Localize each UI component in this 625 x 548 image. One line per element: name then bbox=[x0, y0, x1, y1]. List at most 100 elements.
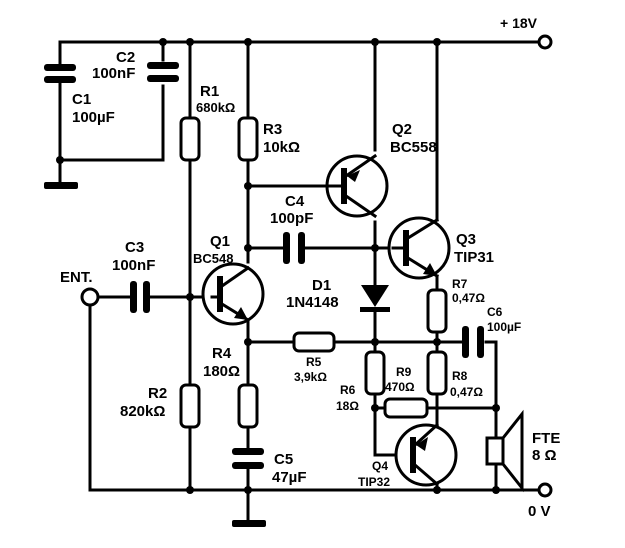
c3-value-label: 100nF bbox=[112, 257, 155, 274]
ground-terminal bbox=[537, 482, 553, 498]
resistor-r4 bbox=[237, 383, 259, 429]
transistor-collector-lead bbox=[343, 193, 378, 219]
r5-value-label: 3,9kΩ bbox=[294, 370, 327, 384]
capacitor-plate-icon bbox=[147, 62, 179, 69]
q4-value-label: TIP32 bbox=[358, 475, 390, 489]
resistor-r2 bbox=[179, 383, 201, 429]
input-label: ENT. bbox=[60, 269, 93, 286]
c5-value-label: 47µF bbox=[272, 469, 307, 486]
c2-ref-label: C2 bbox=[116, 49, 135, 66]
wire-c2-ground bbox=[58, 84, 165, 162]
resistor-r3 bbox=[237, 116, 259, 162]
c2-value-label: 100nF bbox=[92, 65, 135, 82]
junction-dot bbox=[371, 244, 379, 252]
emitter-arrow-icon bbox=[347, 170, 360, 182]
q2-value-label: BC558 bbox=[390, 139, 437, 156]
transistor-collector-lead bbox=[405, 217, 440, 241]
r6-ref-label: R6 bbox=[340, 383, 356, 397]
q2-ref-label: Q2 bbox=[392, 121, 412, 138]
r9-value-label: 470Ω bbox=[385, 380, 415, 394]
d1-ref-label: D1 bbox=[312, 277, 331, 294]
junction-dot bbox=[433, 338, 441, 346]
junction-dot bbox=[186, 486, 194, 494]
q3-ref-label: Q3 bbox=[456, 231, 476, 248]
transistor-body-icon bbox=[201, 262, 265, 326]
capacitor-plate-icon bbox=[462, 326, 469, 358]
junction-dot bbox=[244, 338, 252, 346]
r4-ref-label: R4 bbox=[212, 345, 232, 362]
positive-supply-label: + 18V bbox=[500, 15, 538, 31]
diode-bar-icon bbox=[360, 307, 390, 312]
junction-dot bbox=[433, 38, 441, 46]
r2-value-label: 820kΩ bbox=[120, 403, 165, 420]
resistor-r8 bbox=[426, 350, 448, 396]
q1-ref-label: Q1 bbox=[210, 233, 230, 250]
junction-dot bbox=[244, 182, 252, 190]
c4-value-label: 100pF bbox=[270, 210, 313, 227]
transistor-q3 bbox=[387, 216, 451, 280]
emitter-arrow-icon bbox=[423, 263, 437, 276]
speaker bbox=[485, 409, 524, 493]
c3-ref-label: C3 bbox=[125, 239, 144, 256]
transistor-emitter-lead bbox=[343, 153, 378, 179]
resistor-r7 bbox=[426, 288, 448, 334]
capacitor-plate-icon bbox=[298, 232, 305, 264]
transistor-collector-lead bbox=[412, 462, 440, 487]
wires bbox=[58, 40, 542, 522]
junction-dot bbox=[492, 404, 500, 412]
junction-dot bbox=[186, 293, 194, 301]
junction-dot bbox=[433, 486, 441, 494]
input-jack-icon bbox=[80, 287, 100, 307]
capacitor-c1 bbox=[44, 56, 76, 83]
diode-d1 bbox=[360, 285, 390, 312]
r9-ref-label: R9 bbox=[396, 365, 412, 379]
transistor-emitter-lead bbox=[412, 422, 440, 448]
transistor-q1 bbox=[201, 262, 265, 326]
transistor-q2 bbox=[325, 153, 389, 219]
junction-dot bbox=[244, 244, 252, 252]
capacitor-plate-icon bbox=[283, 232, 290, 264]
r4-value-label: 180Ω bbox=[203, 363, 240, 380]
positive-terminal-icon bbox=[537, 34, 553, 50]
capacitor-plate-icon bbox=[477, 326, 484, 358]
junction-dot bbox=[371, 38, 379, 46]
capacitor-plate-icon bbox=[232, 462, 264, 469]
speaker-label: FTE bbox=[532, 430, 560, 447]
diode-triangle-icon bbox=[361, 285, 389, 307]
speaker-impedance-label: 8 Ω bbox=[532, 447, 557, 464]
junction-dot bbox=[371, 338, 379, 346]
capacitor-plate-icon bbox=[232, 448, 264, 455]
d1-value-label: 1N4148 bbox=[286, 294, 339, 311]
wire-positive-rail bbox=[58, 40, 542, 60]
capacitor-c5 bbox=[232, 448, 264, 469]
r1-value-label: 680kΩ bbox=[196, 100, 235, 115]
resistor-r1 bbox=[179, 116, 201, 162]
capacitor-c3 bbox=[130, 281, 150, 313]
labels: + 18V 0 V ENT. FTE 8 Ω C1 100µF C2 100nF… bbox=[60, 15, 560, 520]
r1-ref-label: R1 bbox=[200, 83, 219, 100]
q4-ref-label: Q4 bbox=[372, 459, 388, 473]
speaker-magnet-icon bbox=[485, 436, 505, 466]
capacitor-plate-icon bbox=[143, 281, 150, 313]
ground-symbol-icon bbox=[232, 520, 266, 527]
capacitor-c4 bbox=[283, 232, 305, 264]
c6-value-label: 100µF bbox=[487, 320, 521, 334]
junctions bbox=[56, 38, 500, 494]
r8-ref-label: R8 bbox=[452, 369, 468, 383]
r5-ref-label: R5 bbox=[306, 355, 322, 369]
junction-dot bbox=[56, 156, 64, 164]
c1-ref-label: C1 bbox=[72, 91, 91, 108]
input-jack bbox=[80, 287, 100, 307]
junction-dot bbox=[186, 38, 194, 46]
r3-value-label: 10kΩ bbox=[263, 139, 300, 156]
transistor-collector-lead bbox=[219, 265, 251, 289]
ground-supply-label: 0 V bbox=[528, 503, 551, 520]
ground-symbol-icon bbox=[44, 182, 78, 189]
junction-dot bbox=[244, 486, 252, 494]
emitter-arrow-icon bbox=[416, 437, 428, 451]
capacitor-plate-icon bbox=[44, 64, 76, 71]
emitter-arrow-icon bbox=[234, 307, 248, 320]
resistor-r9 bbox=[383, 397, 429, 419]
capacitor-plate-icon bbox=[44, 76, 76, 83]
